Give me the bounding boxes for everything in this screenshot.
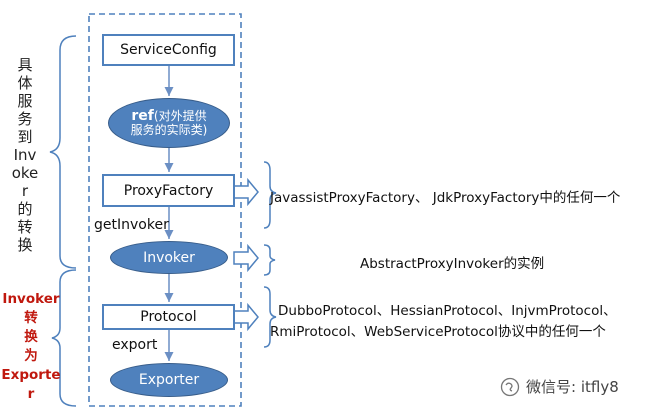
- dashed-container: [88, 13, 242, 407]
- hollow-arrow-protocol: [233, 302, 259, 332]
- node-proxy-factory: ProxyFactory: [102, 174, 235, 207]
- label-service-to-invoker: 具 体 服 务 到 Invoker 的 转 换: [11, 56, 39, 254]
- hollow-arrow-proxyfactory: [233, 177, 259, 207]
- label-invoker-to-exporter: Invoker 转 换 为 Exporter: [1, 291, 61, 402]
- edge-label-export: export: [112, 337, 158, 353]
- node-exporter: Exporter: [110, 363, 228, 397]
- desc-proxy-factory: JavassistProxyFactory、 JdkProxyFactory中的…: [270, 190, 621, 206]
- edge-label-get-invoker: getInvoker: [94, 217, 169, 233]
- desc-protocol-line1: DubboProtocol、HessianProtocol、InjvmProto…: [278, 303, 617, 319]
- hollow-arrow-invoker: [233, 243, 259, 273]
- left-brace-bottom: [51, 269, 77, 407]
- right-brace-invoker: [263, 244, 276, 276]
- right-brace-protocol: [263, 286, 277, 348]
- left-brace-top: [49, 35, 77, 269]
- watermark: 微信号: itfly8: [500, 376, 619, 397]
- node-ref: ref(对外提供服务的实际类): [108, 98, 230, 148]
- node-ref-main: ref: [131, 108, 154, 124]
- wechat-icon: [500, 377, 520, 396]
- node-invoker: Invoker: [110, 241, 228, 274]
- node-ref-note: (对外提供服务的实际类): [130, 109, 208, 137]
- node-service-config: ServiceConfig: [102, 34, 235, 66]
- desc-invoker: AbstractProxyInvoker的实例: [360, 256, 545, 272]
- watermark-text: 微信号: itfly8: [526, 378, 619, 396]
- desc-protocol-line2: RmiProtocol、WebServiceProtocol协议中的任何一个: [270, 324, 606, 340]
- node-protocol: Protocol: [102, 304, 235, 330]
- right-brace-proxyfactory: [263, 161, 277, 229]
